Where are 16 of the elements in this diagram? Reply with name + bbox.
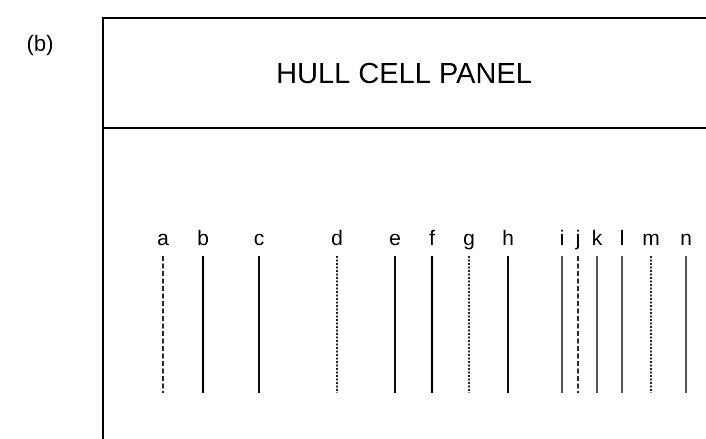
panel-letter: (b) — [28, 34, 52, 56]
band-label: n — [682, 234, 690, 245]
band-label: h — [504, 230, 512, 245]
band-label: i — [561, 230, 563, 245]
band-label: k — [593, 230, 602, 245]
header-band: HULL CELL PANEL — [103, 62, 706, 129]
band-label: f — [429, 230, 435, 245]
band-label: j — [575, 230, 579, 250]
band-label: l — [621, 230, 623, 245]
band-label: g — [464, 234, 474, 250]
band-label: b — [198, 230, 208, 246]
band-label: m — [644, 234, 658, 245]
band-label: e — [390, 234, 400, 246]
band-label: a — [158, 234, 169, 246]
band-label: d — [332, 230, 342, 246]
band-label: c — [254, 234, 264, 246]
